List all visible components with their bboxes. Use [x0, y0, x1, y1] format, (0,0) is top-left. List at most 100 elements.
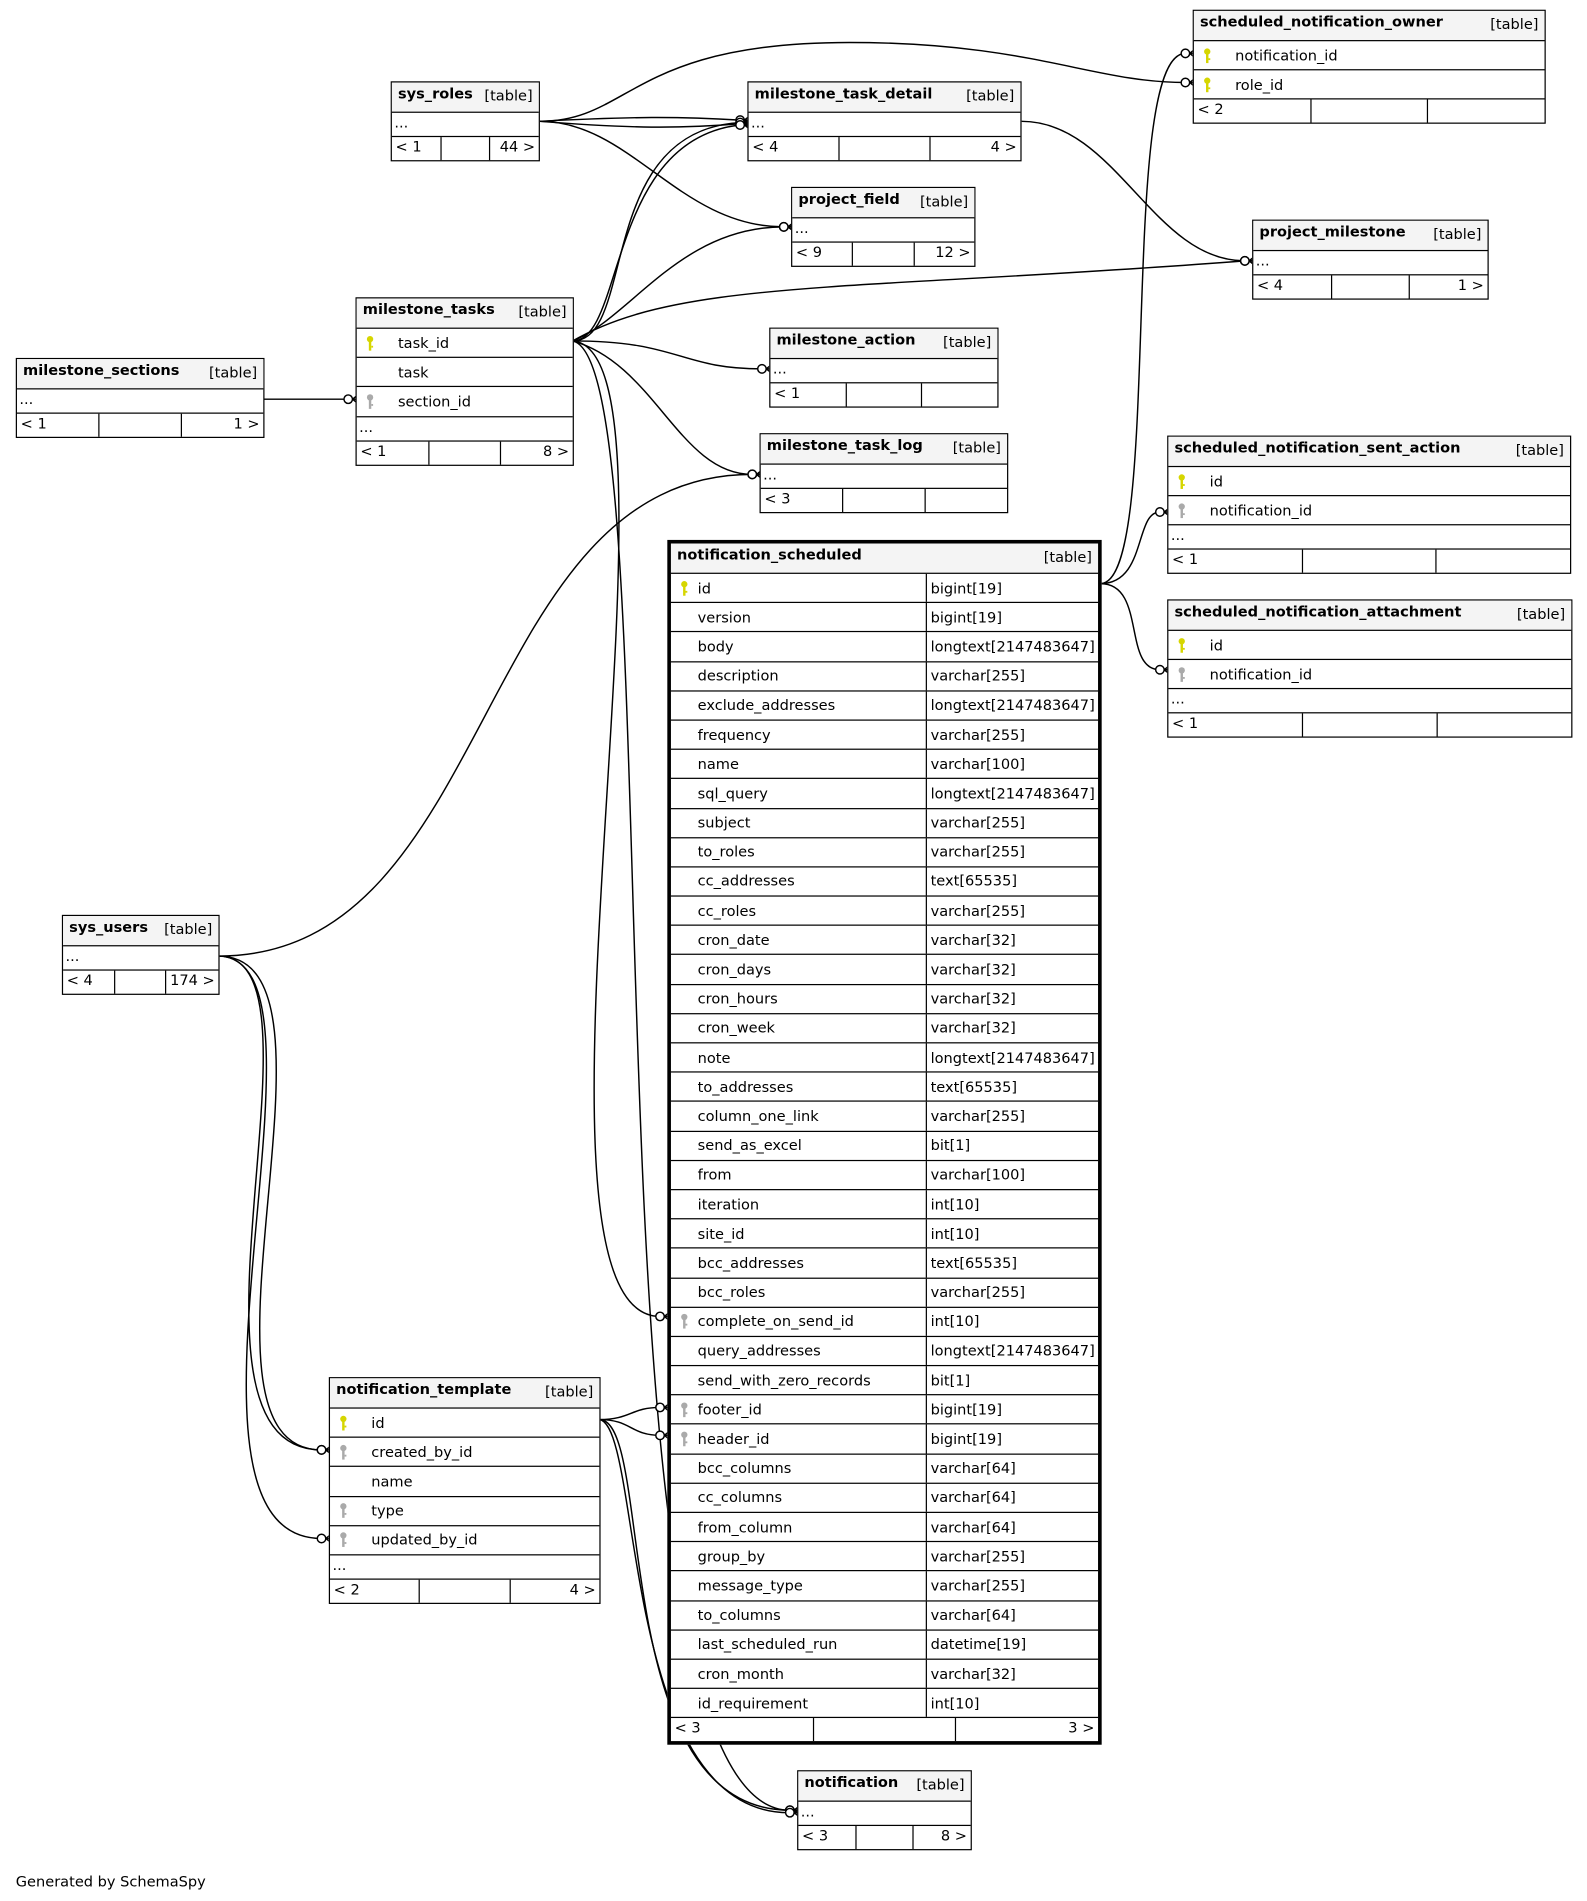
column-row[interactable]: role_id — [1193, 69, 1545, 98]
table-name[interactable]: notification_template — [336, 1380, 512, 1398]
children-count[interactable] — [1435, 550, 1570, 574]
children-count[interactable]: 1 > — [180, 413, 264, 437]
table-name[interactable]: notification — [804, 1773, 899, 1791]
children-count[interactable] — [924, 488, 1008, 513]
parents-count[interactable]: < 3 — [674, 1719, 701, 1737]
more-columns-ellipsis[interactable]: ... — [798, 1800, 971, 1825]
table-header[interactable]: milestone_action[table] — [770, 328, 998, 358]
parents-count[interactable]: < 1 — [395, 138, 422, 156]
column-row[interactable]: task — [356, 356, 573, 386]
more-columns-ellipsis[interactable]: ... — [330, 1554, 600, 1578]
table-header[interactable]: notification[table] — [798, 1771, 971, 1801]
table-header[interactable]: sys_users[table] — [63, 916, 219, 946]
children-count[interactable] — [921, 383, 997, 407]
more-columns-ellipsis[interactable]: ... — [1168, 688, 1572, 712]
column-row[interactable]: name — [330, 1466, 600, 1495]
table-header[interactable]: notification_scheduled[table] — [670, 543, 1099, 573]
children-count[interactable]: 174 > — [165, 970, 218, 994]
table-header[interactable]: project_milestone[table] — [1253, 220, 1488, 250]
column-row[interactable]: type — [330, 1495, 600, 1524]
table-name[interactable]: milestone_task_detail — [754, 84, 933, 102]
table-name[interactable]: notification_scheduled — [677, 545, 862, 563]
table-header[interactable]: milestone_task_log[table] — [760, 434, 1008, 464]
table-name[interactable]: scheduled_notification_sent_action — [1174, 439, 1461, 457]
children-count[interactable]: 3 > — [955, 1718, 1098, 1742]
table-scheduled-notification-sent-action[interactable]: scheduled_notification_sent_action[table… — [1167, 435, 1572, 575]
children-count[interactable]: 44 > — [489, 137, 538, 161]
parents-count[interactable]: < 1 — [1172, 715, 1199, 733]
table-header[interactable]: milestone_sections[table] — [16, 359, 264, 389]
parents-count[interactable]: < 3 — [801, 1827, 829, 1845]
table-scheduled-notification-attachment[interactable]: scheduled_notification_attachment[table]… — [1167, 599, 1573, 739]
more-columns-ellipsis[interactable]: ... — [356, 415, 573, 440]
parents-count[interactable]: < 3 — [764, 490, 791, 508]
table-milestone-action[interactable]: milestone_action[table]...< 1 — [769, 327, 999, 408]
parents-count[interactable]: < 9 — [795, 243, 823, 261]
column-row[interactable]: updated_by_id — [330, 1524, 600, 1554]
more-columns-ellipsis[interactable]: ... — [63, 945, 219, 969]
table-header[interactable]: milestone_task_detail[table] — [748, 82, 1021, 112]
more-columns-ellipsis[interactable]: ... — [770, 357, 998, 382]
table-name[interactable]: scheduled_notification_owner — [1199, 13, 1443, 31]
column-row[interactable]: id — [1168, 465, 1571, 495]
table-header[interactable]: sys_roles[table] — [391, 82, 539, 112]
table-name[interactable]: sys_users — [69, 918, 149, 936]
table-name[interactable]: sys_roles — [397, 84, 473, 102]
table-name[interactable]: milestone_sections — [23, 361, 180, 379]
children-count[interactable]: 4 > — [509, 1579, 599, 1603]
parents-count[interactable]: < 1 — [1172, 551, 1199, 569]
children-count[interactable]: 1 > — [1409, 275, 1487, 299]
column-row[interactable]: created_by_id — [330, 1436, 600, 1466]
parents-count[interactable]: < 4 — [752, 138, 779, 156]
column-row[interactable]: task_id — [356, 327, 573, 357]
column-row[interactable]: notification_id — [1193, 40, 1545, 69]
more-columns-ellipsis[interactable]: ... — [792, 217, 975, 241]
table-name[interactable]: milestone_action — [776, 331, 916, 349]
children-count[interactable] — [1436, 713, 1572, 737]
table-header[interactable]: scheduled_notification_owner[table] — [1193, 10, 1545, 41]
parents-count[interactable]: < 4 — [1256, 276, 1284, 294]
column-row[interactable]: id — [330, 1407, 600, 1436]
table-header[interactable]: scheduled_notification_attachment[table] — [1168, 600, 1572, 630]
table-milestone-task-log[interactable]: milestone_task_log[table]...< 3 — [759, 433, 1009, 514]
children-count[interactable]: 4 > — [929, 137, 1020, 161]
column-row[interactable]: notification_id — [1168, 495, 1571, 524]
parents-count[interactable]: < 2 — [333, 1580, 360, 1598]
children-count[interactable]: 12 > — [913, 242, 974, 266]
table-name[interactable]: project_milestone — [1259, 223, 1406, 241]
more-columns-ellipsis[interactable]: ... — [1168, 524, 1571, 549]
